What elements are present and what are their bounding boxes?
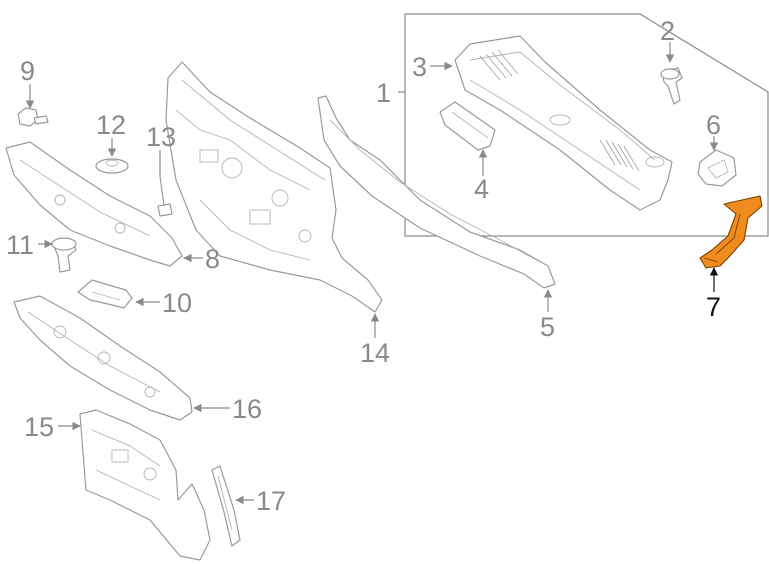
callout-9: 9: [20, 56, 35, 86]
callout-3: 3: [412, 52, 427, 82]
callout-13: 13: [146, 122, 176, 152]
stud: [157, 175, 173, 217]
cowl-seal: [439, 101, 496, 151]
silencer: [79, 409, 211, 561]
callout-6: 6: [706, 110, 721, 140]
leader-lines: [25, 42, 719, 505]
callout-5: 5: [540, 312, 555, 342]
trim-strip: [211, 465, 241, 547]
callout-12: 12: [96, 110, 126, 140]
bracket-highlighted: [699, 195, 763, 269]
plug: [95, 158, 129, 174]
callout-11: 11: [6, 230, 34, 260]
callout-2: 2: [660, 16, 675, 46]
cowl-top-panel: [454, 35, 673, 211]
callout-7: 7: [706, 292, 721, 322]
small-bracket: [77, 279, 133, 309]
insulator-upper: [5, 141, 183, 267]
bolt: [17, 107, 49, 127]
callout-4: 4: [474, 174, 489, 204]
cowl-rail: [317, 95, 556, 289]
insulator-lower: [13, 295, 193, 421]
callout-15: 15: [24, 412, 54, 442]
callout-numbers: 1 2 3 4 5 6 7 8 9 10 11 12 13 14 15 16 1…: [6, 16, 721, 516]
spacer: [51, 237, 77, 273]
callout-8: 8: [205, 244, 220, 274]
callout-10: 10: [162, 288, 192, 318]
callout-17: 17: [256, 486, 286, 516]
callout-16: 16: [232, 394, 262, 424]
callout-1: 1: [376, 78, 391, 108]
callout-14: 14: [360, 338, 390, 368]
dash-panel: [165, 61, 383, 313]
grommet: [697, 149, 737, 187]
clip: [660, 67, 683, 105]
